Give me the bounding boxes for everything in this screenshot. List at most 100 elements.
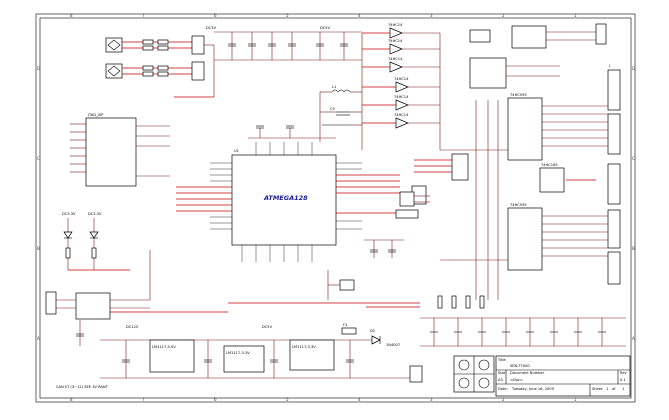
buffer-gate bbox=[389, 43, 403, 55]
buffer-gate-label: 74HC14 bbox=[394, 95, 409, 99]
jtag-label: JTAG_ISP bbox=[87, 113, 104, 117]
dc3v-label: DC3V bbox=[206, 26, 217, 30]
frame-row-marks: D C B A D C B A bbox=[37, 66, 635, 341]
dc12v-label: DC12V bbox=[126, 325, 139, 329]
reset-switch bbox=[327, 270, 355, 300]
sheet-label: Sheet bbox=[592, 387, 603, 391]
buffer-gate-label: 74HC14 bbox=[388, 39, 403, 43]
doc-number-label: Document Number bbox=[510, 371, 545, 375]
footnote: CAN ST (3~12) SEE 3V RANT bbox=[56, 385, 109, 389]
buffer-gate-label: 74HC14 bbox=[388, 23, 403, 27]
inductor-label: L1 bbox=[332, 85, 336, 89]
buffer-gate bbox=[395, 117, 409, 129]
dc5v-supply-label: DC5V bbox=[262, 325, 273, 329]
crystal-reset bbox=[364, 191, 430, 258]
transceiver-ic bbox=[45, 250, 228, 320]
led-supply-label: DC3.3V bbox=[62, 212, 76, 216]
frame-col-marks-bottom: 8 7 6 5 4 3 2 1 bbox=[70, 397, 577, 402]
mcu-atmega128: U1 ATMEGA128 bbox=[231, 149, 337, 246]
input-diode: D2 1N4007 F1 bbox=[341, 323, 423, 383]
frame-col-label: 7 bbox=[142, 13, 145, 18]
oscillator-block: L1 C5 bbox=[319, 85, 362, 142]
cap-c5-label: C5 bbox=[330, 107, 335, 111]
buffer-gate bbox=[389, 61, 403, 73]
header-connector bbox=[595, 23, 607, 45]
frame-col-label: 3 bbox=[430, 13, 433, 18]
date-value: Tuesday, June 16, 2009 bbox=[511, 387, 555, 391]
regulator-label: LM1117-3.3V bbox=[292, 345, 316, 349]
buffer-gate bbox=[395, 99, 409, 111]
rev-label: Rev bbox=[620, 371, 628, 375]
of-label: of bbox=[612, 387, 616, 391]
buffer-wires bbox=[361, 32, 441, 150]
frame-col-label: 1 bbox=[574, 13, 577, 18]
sheet-border bbox=[35, 13, 636, 403]
shift-register-wiring bbox=[440, 100, 608, 300]
power-supply: LM1117-5.0V LM1117-3.3V LM1117-3.3V DC12… bbox=[100, 325, 420, 379]
doc-number-value: <Doc> bbox=[510, 378, 523, 382]
buffer-column: 74HC14 74HC14 74HC14 74HC14 74HC14 74HC1… bbox=[388, 23, 409, 129]
transceiver-decoupling bbox=[76, 320, 84, 346]
frame-col-label: 8 bbox=[70, 13, 73, 18]
shift-register-label: 74HC595 bbox=[510, 93, 527, 97]
relay-sw1 bbox=[105, 37, 200, 53]
frame-col-label: 2 bbox=[502, 397, 505, 402]
dc-jack bbox=[409, 365, 423, 383]
frame-row-label: C bbox=[632, 156, 635, 161]
date-label: Date: bbox=[498, 387, 508, 391]
bottom-right-passives bbox=[228, 295, 626, 347]
dc5v-label: DC5V bbox=[320, 26, 331, 30]
decoupling-cap-row bbox=[214, 31, 362, 61]
regulator-u bbox=[289, 339, 335, 371]
buffer-gate-label: 74HC14 bbox=[394, 77, 409, 81]
of-value: 1 bbox=[622, 387, 624, 391]
frame-col-marks-top: 8 7 6 5 4 3 2 1 bbox=[70, 13, 577, 18]
mounting-hole-icon bbox=[458, 359, 470, 371]
frame-row-label: D bbox=[37, 66, 40, 71]
frame-col-label: 7 bbox=[142, 397, 145, 402]
diode-ref: D2 bbox=[370, 329, 375, 333]
regulator-u bbox=[223, 345, 265, 373]
frame-col-label: 2 bbox=[502, 13, 505, 18]
buffer-gate bbox=[389, 27, 403, 39]
frame-col-label: 5 bbox=[286, 397, 289, 402]
frame-col-label: 6 bbox=[214, 397, 217, 402]
mcu-supply-caps bbox=[248, 125, 336, 139]
shift-registers: 74HC595 74HC595 74HC165 bbox=[507, 93, 565, 271]
size-value: A3 bbox=[498, 378, 503, 382]
status-leds: DC3.3V DC3.3V bbox=[62, 212, 130, 271]
frame-col-label: 5 bbox=[286, 13, 289, 18]
frame-col-label: 1 bbox=[574, 397, 577, 402]
size-label: Size bbox=[498, 371, 506, 375]
led-supply-label: DC3.3V bbox=[88, 212, 102, 216]
jtag-connector: JTAG_ISP bbox=[70, 113, 170, 187]
mounting-hole-icon bbox=[478, 377, 490, 389]
resistor-network-mid bbox=[411, 153, 469, 205]
diode-part: 1N4007 bbox=[386, 343, 400, 347]
fuse-ref: F1 bbox=[343, 323, 347, 327]
header-prefix: J bbox=[608, 64, 610, 68]
resistor-array-top bbox=[142, 35, 205, 81]
title-label: Title bbox=[497, 358, 506, 362]
sheet-value: 1 bbox=[606, 387, 608, 391]
frame-row-label: B bbox=[632, 246, 635, 251]
mounting-hole-icon bbox=[478, 359, 490, 371]
frame-row-label: B bbox=[37, 246, 40, 251]
mcu-part-name: ATMEGA128 bbox=[263, 194, 308, 202]
regulator-u bbox=[149, 339, 195, 373]
rev-value: 0.1 bbox=[620, 378, 626, 382]
buffer-gate-label: 74HC14 bbox=[388, 57, 403, 61]
frame-col-label: 3 bbox=[430, 397, 433, 402]
frame-row-label: D bbox=[632, 66, 635, 71]
mounting-holes bbox=[453, 355, 495, 393]
buffer-gate-label: 74HC14 bbox=[394, 113, 409, 117]
frame-col-label: 6 bbox=[214, 13, 217, 18]
mcu-pins bbox=[176, 142, 400, 262]
mounting-hole-icon bbox=[458, 377, 470, 389]
frame-row-label: A bbox=[37, 336, 40, 341]
shift-register-label: 74HC165 bbox=[541, 163, 558, 167]
regulator-label: LM1117-5.0V bbox=[152, 345, 176, 349]
serial-ic bbox=[469, 23, 607, 89]
frame-col-label: 4 bbox=[358, 397, 361, 402]
